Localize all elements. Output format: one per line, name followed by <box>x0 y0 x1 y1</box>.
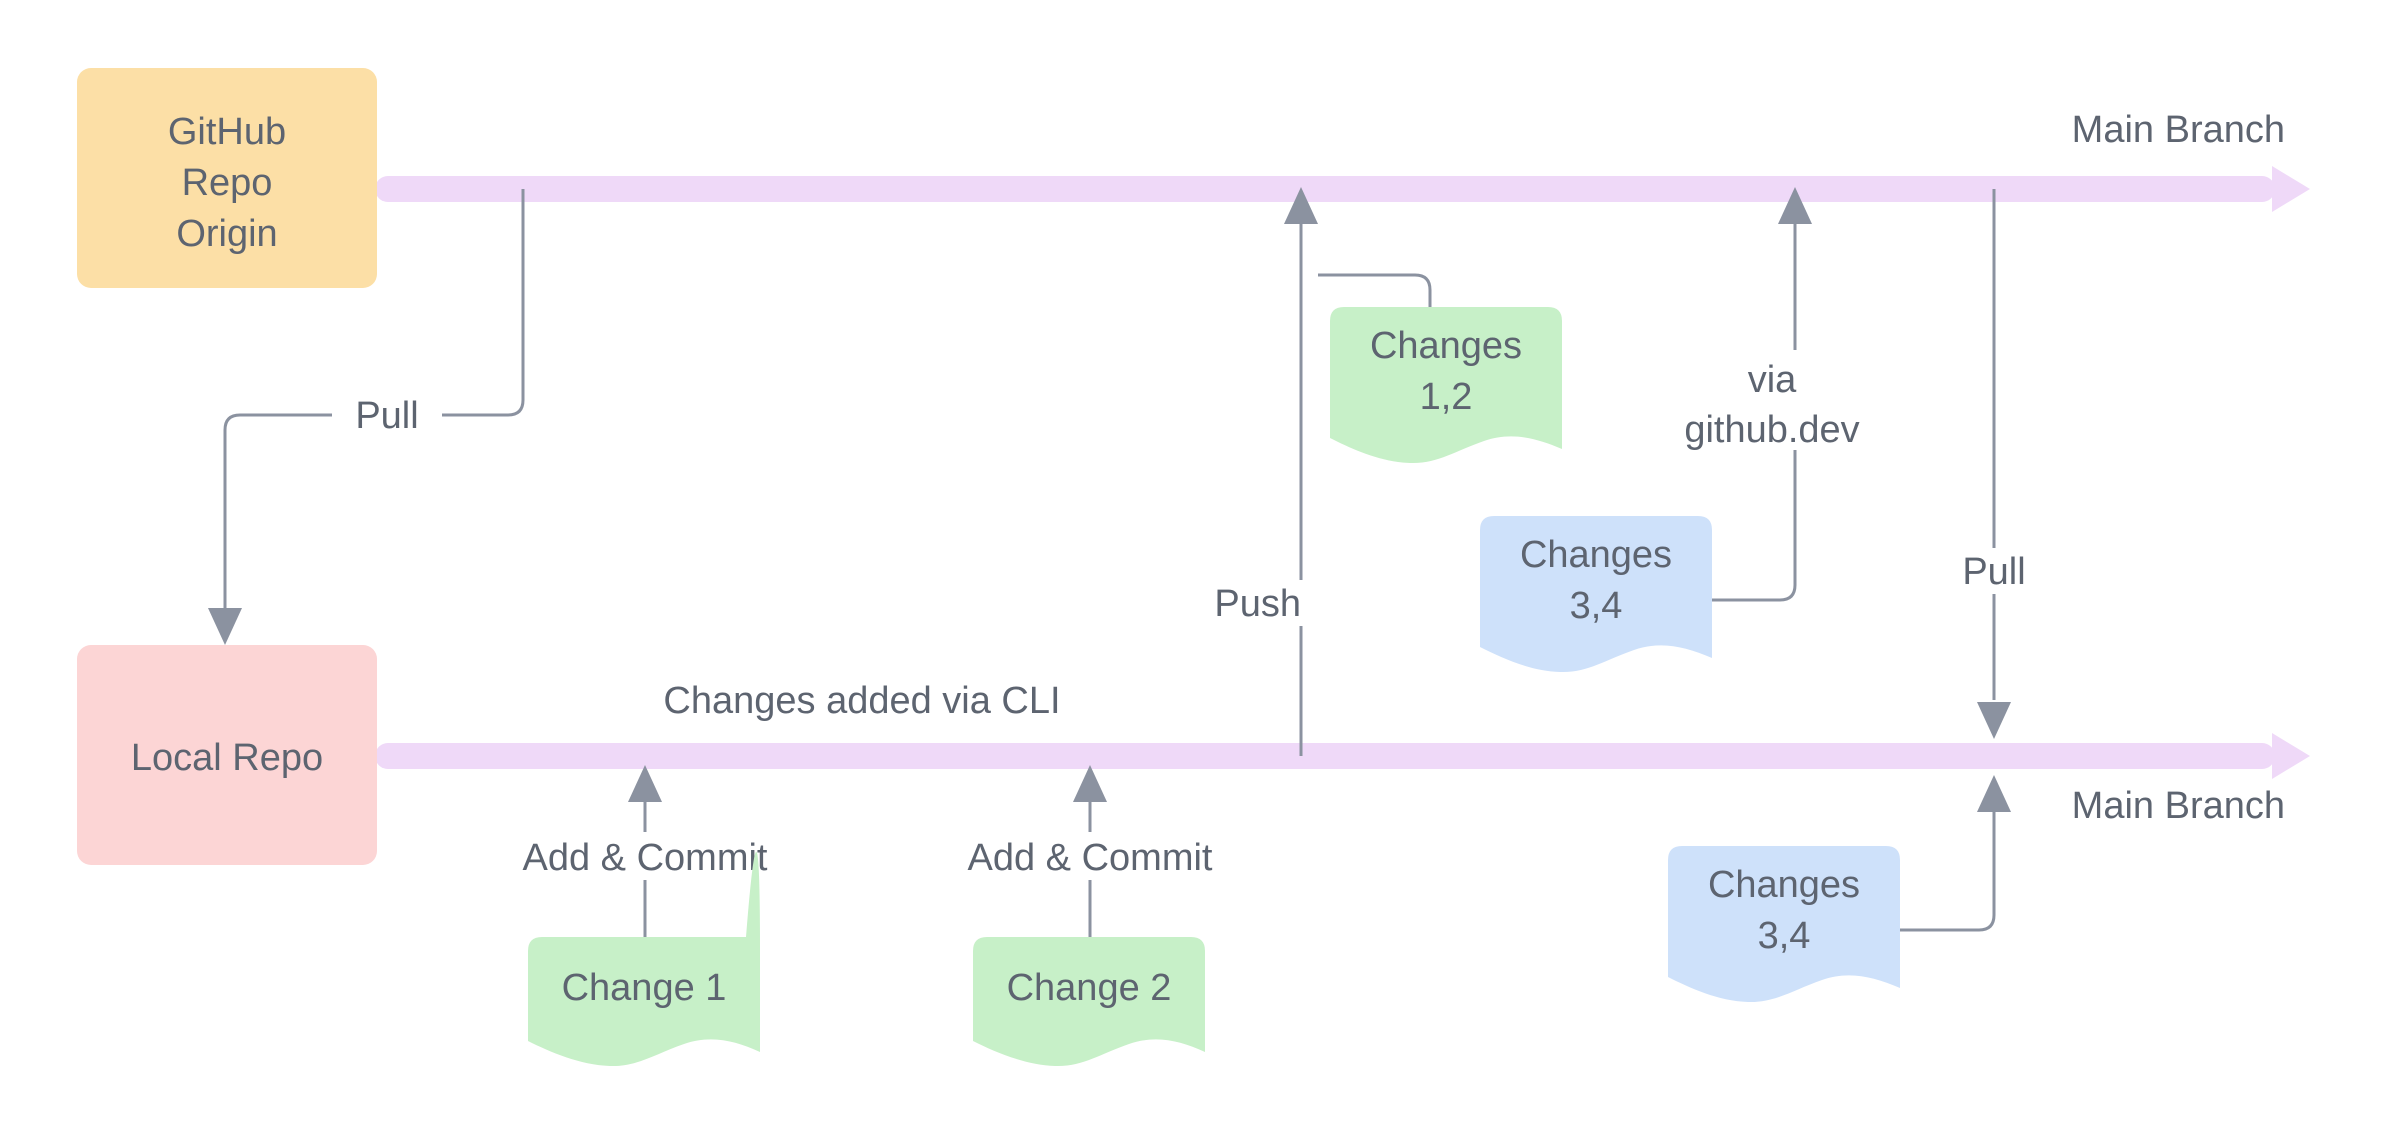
top-branch-arrowhead <box>2272 166 2310 212</box>
top-branch-bar <box>375 176 2275 202</box>
add-commit-1-label-bg <box>500 832 790 880</box>
changes12-connector-path <box>1318 273 1432 320</box>
edge-label-pull-right: Pull <box>1962 551 2025 593</box>
local-box[interactable] <box>77 645 377 865</box>
edge-label-github-dev: github.dev <box>1684 409 1859 451</box>
changes34-bottom-connector-path <box>1875 810 1996 932</box>
pull-right-label-bg <box>1940 548 2050 594</box>
note-changes-1-2[interactable]: Changes 1,2 <box>1330 307 1562 464</box>
connector-changes12 <box>1318 273 1432 320</box>
edge-push: Push <box>1214 187 1361 756</box>
note-changes-3-4-top[interactable]: Changes 3,4 <box>1480 516 1712 673</box>
note-changes-3-4-top-line1: Changes <box>1520 534 1672 576</box>
top-main-branch-line <box>375 166 2310 212</box>
edge-pull-left: Pull <box>208 189 525 645</box>
note-changes-3-4-bottom-shape[interactable] <box>1668 846 1900 1003</box>
via-github-dev-label-bg <box>1688 350 1903 450</box>
note-changes-3-4-bottom[interactable]: Changes 3,4 <box>1668 846 1900 1003</box>
pull-left-arrowhead <box>208 608 242 645</box>
note-changes-3-4-bottom-line2: 3,4 <box>1758 915 1811 957</box>
bottom-branch-arrowhead <box>2272 733 2310 779</box>
via-github-dev-path <box>1704 222 1797 602</box>
edge-label-add-commit-1: Add & Commit <box>523 837 768 879</box>
origin-label-line2: Repo <box>182 162 273 204</box>
via-github-dev-arrowhead <box>1778 187 1812 224</box>
edge-via-github-dev: via github.dev <box>1684 187 1903 602</box>
add-commit-2-arrowhead <box>1073 765 1107 802</box>
note-change-1-label: Change 1 <box>562 967 727 1009</box>
pull-left-label-bg <box>332 392 442 438</box>
origin-box[interactable] <box>77 68 377 288</box>
add-commit-1-arrowhead <box>628 765 662 802</box>
bottom-branch-label: Main Branch <box>2072 785 2285 827</box>
edge-label-push: Push <box>1214 583 1301 625</box>
origin-label-line3: Origin <box>176 213 277 255</box>
local-label: Local Repo <box>131 737 323 779</box>
edge-label-add-commit-2: Add & Commit <box>968 837 1213 879</box>
note-changes-1-2-line2: 1,2 <box>1420 376 1473 418</box>
note-change-2-shape[interactable] <box>973 937 1205 1067</box>
bottom-branch-note: Changes added via CLI <box>663 680 1060 722</box>
push-label-bg <box>1245 580 1361 626</box>
note-change-1-shape[interactable] <box>528 851 760 1067</box>
top-branch-label: Main Branch <box>2072 109 2285 151</box>
note-change-1[interactable]: Change 1 <box>528 851 760 1067</box>
note-change-2-label: Change 2 <box>1007 967 1172 1009</box>
note-changes-3-4-top-shape[interactable] <box>1480 516 1712 673</box>
note-change-2[interactable]: Change 2 <box>973 937 1205 1067</box>
bottom-main-branch-line <box>375 733 2310 779</box>
node-github-repo-origin[interactable]: GitHub Repo Origin <box>77 68 377 288</box>
changes34-bottom-arrowhead <box>1977 775 2011 812</box>
add-commit-2-label-bg <box>945 832 1235 880</box>
push-arrowhead <box>1284 187 1318 224</box>
edge-add-commit-2: Add & Commit <box>945 765 1235 940</box>
connector-changes34-bottom <box>1875 775 2011 932</box>
bottom-branch-bar <box>375 743 2275 769</box>
edge-label-via: via <box>1748 359 1797 401</box>
note-changes-1-2-line1: Changes <box>1370 325 1522 367</box>
note-changes-1-2-shape[interactable] <box>1330 307 1562 464</box>
edge-add-commit-1: Add & Commit <box>500 765 790 940</box>
pull-right-arrowhead <box>1977 702 2011 739</box>
edge-pull-right: Pull <box>1940 189 2050 739</box>
origin-label-line1: GitHub <box>168 111 286 153</box>
note-changes-3-4-top-line2: 3,4 <box>1570 585 1623 627</box>
note-changes-3-4-bottom-line1: Changes <box>1708 864 1860 906</box>
node-local-repo[interactable]: Local Repo <box>77 645 377 865</box>
edge-label-pull-left: Pull <box>355 395 418 437</box>
